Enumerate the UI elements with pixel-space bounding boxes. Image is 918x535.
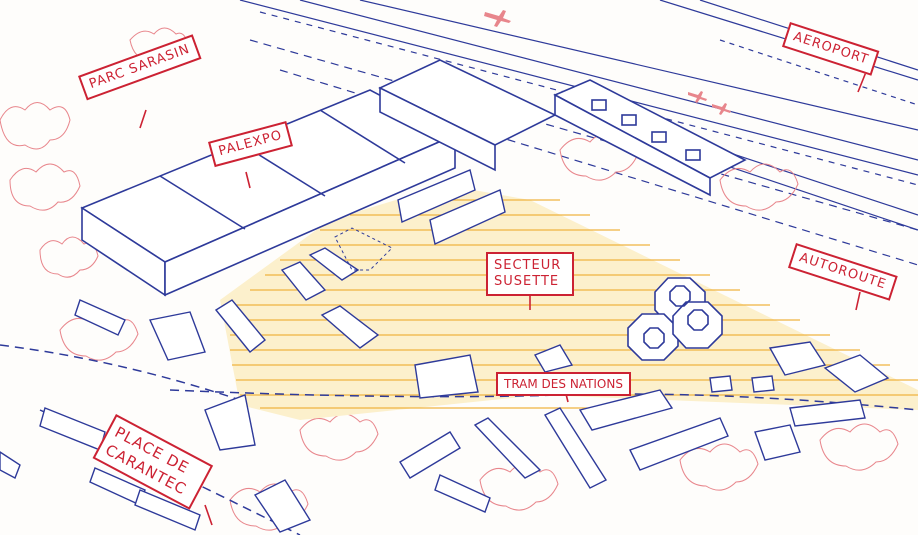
label-text-line2: SUSETTE xyxy=(494,274,560,289)
plot-outline xyxy=(334,227,393,271)
terminal-building xyxy=(378,59,747,197)
highway-band xyxy=(239,0,918,266)
label-tram-des-nations: TRAM DES NATIONS xyxy=(496,372,631,396)
label-text: TRAM DES NATIONS xyxy=(504,377,623,391)
label-pins xyxy=(139,71,867,526)
label-secteur-susette: SECTEUR SUSETTE xyxy=(486,252,574,296)
tram-line xyxy=(169,389,918,411)
road xyxy=(0,344,241,401)
palexpo-building xyxy=(80,89,457,297)
secteur-zone xyxy=(220,185,918,420)
buildings xyxy=(0,169,890,533)
octagon-tower xyxy=(627,277,723,361)
label-text-line1: SECTEUR xyxy=(494,258,562,273)
plane-icon xyxy=(484,10,731,115)
